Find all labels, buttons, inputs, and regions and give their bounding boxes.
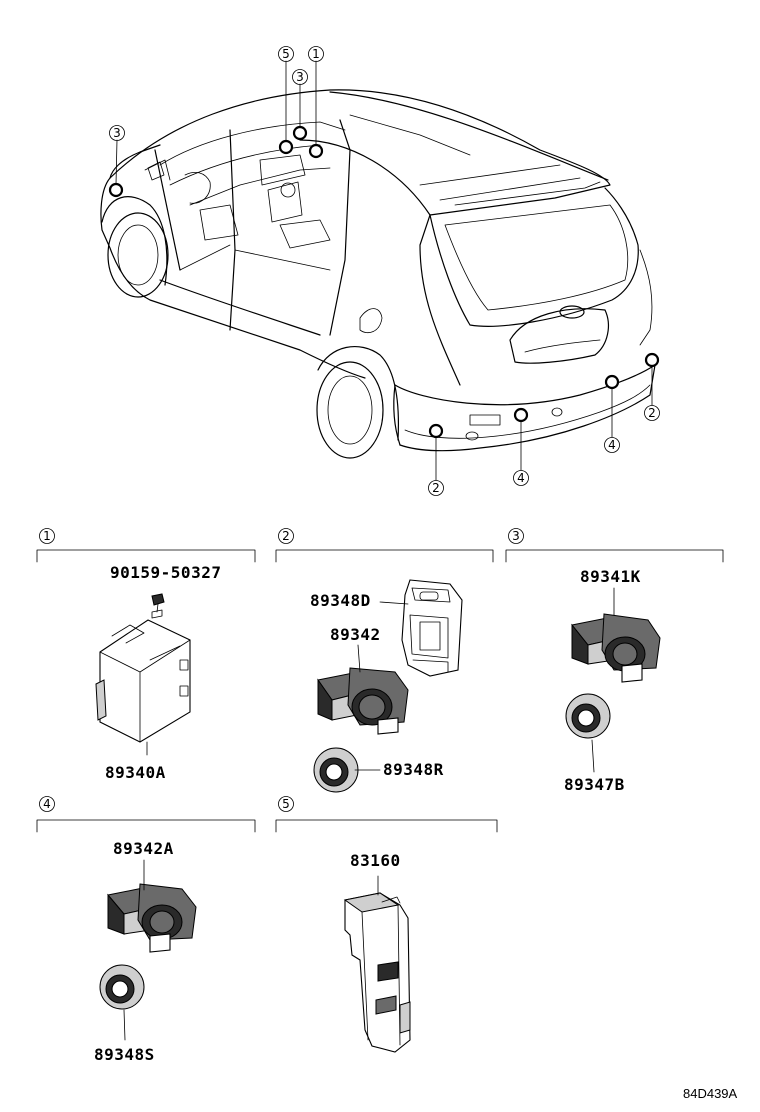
- callout-1-top: 1: [308, 46, 324, 62]
- callout-2-rear-left: 2: [428, 480, 444, 496]
- svg-text:4: 4: [608, 438, 616, 452]
- section-4-header: 4: [36, 796, 256, 833]
- part-83160-module: [343, 875, 411, 1053]
- svg-text:5: 5: [282, 47, 290, 61]
- part-number-89348R: 89348R: [383, 760, 444, 779]
- svg-text:5: 5: [282, 797, 290, 811]
- part-number-89340A: 89340A: [105, 763, 166, 782]
- vehicle-illustration: [100, 60, 660, 481]
- part-number-89342: 89342: [330, 625, 381, 644]
- callout-markers: 3 5 3 1 2 4 4 2: [109, 46, 660, 496]
- part-number-90159-50327: 90159-50327: [110, 563, 221, 582]
- section-2-header: 2: [275, 528, 494, 563]
- svg-text:2: 2: [432, 481, 440, 495]
- callout-4-rear-center: 4: [513, 470, 529, 486]
- part-89348S-ring: [99, 964, 145, 1041]
- part-number-83160: 83160: [350, 851, 401, 870]
- part-90159-50327-bolt: [151, 593, 165, 619]
- callout-3-top: 3: [292, 69, 308, 85]
- part-number-89341K: 89341K: [580, 567, 641, 586]
- part-number-89347B: 89347B: [564, 775, 625, 794]
- svg-text:4: 4: [43, 797, 51, 811]
- svg-text:3: 3: [296, 70, 304, 84]
- part-number-89348D: 89348D: [310, 591, 371, 610]
- part-89347B-ring: [565, 693, 611, 773]
- part-89342-sensor: [317, 644, 409, 735]
- part-89342A-sensor: [107, 859, 197, 953]
- svg-text:4: 4: [517, 471, 525, 485]
- part-number-89342A: 89342A: [113, 839, 174, 858]
- svg-text:3: 3: [512, 529, 520, 543]
- section-1-header: 1: [36, 528, 256, 563]
- illustration-reference-code: 84D439A: [683, 1086, 738, 1101]
- section-5-header: 5: [275, 796, 498, 833]
- part-89341K-sensor: [571, 587, 661, 683]
- part-89348D-bracket: [379, 579, 463, 677]
- svg-text:3: 3: [113, 126, 121, 140]
- section-3-header: 3: [505, 528, 724, 563]
- callout-4-rear-right: 4: [604, 437, 620, 453]
- part-89340A-ecu: [95, 619, 191, 756]
- callout-5-top: 5: [278, 46, 294, 62]
- svg-text:2: 2: [282, 529, 290, 543]
- part-89348R-ring: [313, 747, 381, 793]
- svg-text:1: 1: [43, 529, 51, 543]
- callout-3-front: 3: [109, 125, 125, 141]
- svg-text:2: 2: [648, 406, 656, 420]
- part-number-89348S: 89348S: [94, 1045, 155, 1064]
- callout-2-rear-corner: 2: [644, 405, 660, 421]
- svg-text:1: 1: [312, 47, 320, 61]
